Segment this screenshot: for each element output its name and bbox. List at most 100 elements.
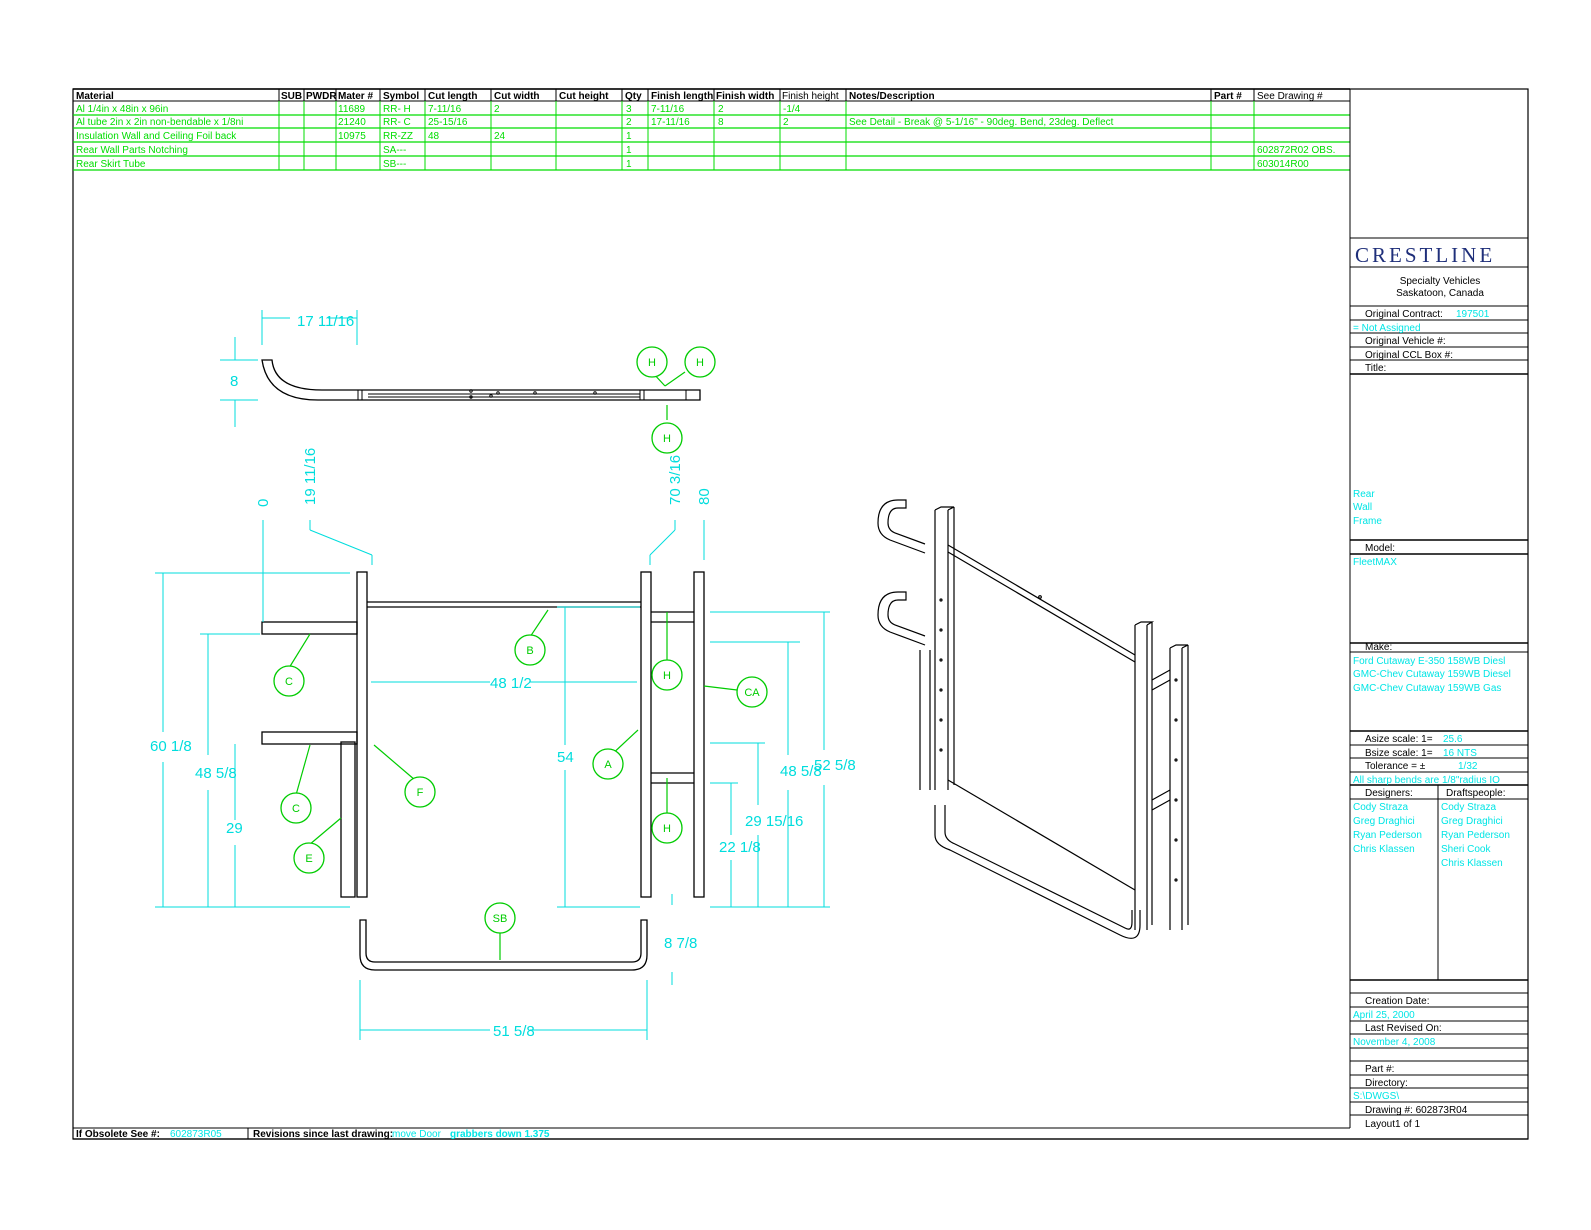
- table-cell: 10975: [338, 131, 366, 142]
- svg-text:CRESTLINE: CRESTLINE: [1355, 243, 1495, 267]
- header-qty: Qty: [625, 91, 642, 102]
- table-cell: Insulation Wall and Ceiling Foil back: [76, 131, 237, 142]
- callout-circle: [651, 812, 683, 844]
- header-finish-length: Finish length: [651, 91, 713, 102]
- table-cell: Rear Wall Parts Notching: [76, 145, 188, 156]
- table-cell: 2: [718, 104, 724, 115]
- header-pwdr: PWDR: [306, 91, 337, 102]
- table-cell: Rear Skirt Tube: [76, 159, 146, 170]
- callout-circle: [684, 346, 716, 378]
- revisions-value-2: grabbers down 1.375: [450, 1129, 550, 1140]
- table-cell: 11689: [338, 104, 366, 115]
- table-cell: -1/4: [783, 104, 801, 115]
- isometric-view: [877, 499, 1189, 939]
- draftsperson-1: Cody Straza: [1441, 802, 1496, 813]
- dim-h48-right: 48 5/8: [780, 763, 822, 780]
- callout-circle: [514, 634, 546, 666]
- callout-circle: [651, 422, 683, 454]
- make-line-2: GMC-Chev Cutaway 159WB Diesel: [1353, 669, 1511, 680]
- asize-label: Asize scale: 1=: [1365, 734, 1433, 745]
- table-cell: 2: [494, 104, 500, 115]
- header-cut-length: Cut length: [428, 91, 477, 102]
- table-cell: RR- C: [383, 117, 411, 128]
- callout-label: F: [417, 787, 424, 799]
- table-cell: 1: [626, 145, 632, 156]
- draftsperson-3: Ryan Pederson: [1441, 830, 1510, 841]
- callout-label: B: [526, 645, 533, 657]
- original-vehicle-label: Original Vehicle #:: [1365, 336, 1446, 347]
- table-cell: RR- H: [383, 104, 411, 115]
- dim-h29-right: 29 15/16: [745, 813, 803, 830]
- header-notes: Notes/Description: [849, 91, 935, 102]
- table-cell: 8: [718, 117, 724, 128]
- tolerance-value: 1/32: [1458, 761, 1478, 772]
- callout-circle: [280, 792, 312, 824]
- layout-label: Layout1 of 1: [1365, 1119, 1420, 1130]
- dim-x80: 80: [696, 488, 713, 505]
- original-ccl-label: Original CCL Box #:: [1365, 350, 1453, 361]
- table-cell: 3: [626, 104, 632, 115]
- materials-table: Material SUB PWDR Mater # Symbol Cut len…: [73, 88, 1351, 1128]
- callout-circle: [484, 902, 516, 934]
- drawing-number: Drawing #: 602873R04: [1365, 1105, 1468, 1116]
- dim-x70: 70 3/16: [667, 455, 684, 505]
- designer-1: Cody Straza: [1353, 802, 1408, 813]
- title-block: CRESTLINE Specialty Vehicles Saskatoon, …: [1350, 237, 1528, 1130]
- table-cell: RR-ZZ: [383, 131, 413, 142]
- table-cell: 25-15/16: [428, 117, 468, 128]
- callout-circle: [651, 659, 683, 691]
- title-label: Title:: [1365, 363, 1386, 374]
- designer-4: Chris Klassen: [1353, 844, 1415, 855]
- revisions-label: Revisions since last drawing:: [253, 1129, 393, 1140]
- title-line-2: Wall: [1353, 502, 1372, 513]
- dim-h48: 48 5/8: [195, 765, 237, 782]
- table-cell: 7-11/16: [651, 104, 685, 115]
- table-cell: 21240: [338, 117, 366, 128]
- header-finish-width: Finish width: [716, 91, 774, 102]
- callout-label: H: [663, 433, 671, 445]
- designer-2: Greg Draghici: [1353, 816, 1415, 827]
- callout-label: H: [663, 823, 671, 835]
- table-cell: 2: [626, 117, 632, 128]
- callout-circle: [404, 776, 436, 808]
- bsize-label: Bsize scale: 1=: [1365, 748, 1433, 759]
- table-cell: Al tube 2in x 2in non-bendable x 1/8ni: [76, 117, 243, 128]
- front-view: 0 19 11/16 70 3/16 80 60 1/8 48 5/8 29 4…: [150, 371, 856, 1040]
- callout-label: H: [696, 357, 704, 369]
- not-assigned-note: = Not Assigned: [1353, 323, 1421, 334]
- title-line-3: Frame: [1353, 516, 1382, 527]
- dim-top-height: 8: [230, 373, 238, 390]
- top-view: 17 11/16 8: [220, 310, 701, 427]
- make-line-3: GMC-Chev Cutaway 159WB Gas: [1353, 683, 1501, 694]
- table-cell: 17-11/16: [651, 117, 690, 128]
- table-cell: SB---: [383, 159, 406, 170]
- dim-top-width: 17 11/16: [297, 313, 354, 330]
- draftsperson-2: Greg Draghici: [1441, 816, 1503, 827]
- dim-x0: 0: [255, 499, 272, 507]
- dim-h52: 52 5/8: [814, 757, 856, 774]
- asize-value: 25.6: [1443, 734, 1463, 745]
- model-label: Model:: [1365, 543, 1395, 554]
- dim-h29: 29: [226, 820, 243, 837]
- model-value: FleetMAX: [1353, 557, 1397, 568]
- callout-label: C: [292, 803, 300, 815]
- original-contract-label: Original Contract:: [1365, 309, 1443, 320]
- dim-w51: 51 5/8: [493, 1023, 535, 1040]
- header-see-drawing: See Drawing #: [1257, 91, 1323, 102]
- designers-label: Designers:: [1365, 788, 1413, 799]
- header-part: Part #: [1214, 91, 1242, 102]
- header-cut-height: Cut height: [559, 91, 609, 102]
- header-mater: Mater #: [338, 91, 373, 102]
- part-label: Part #:: [1365, 1064, 1394, 1075]
- designer-3: Ryan Pederson: [1353, 830, 1422, 841]
- directory-value: S:\DWGS\: [1353, 1091, 1399, 1102]
- callout-label: CA: [744, 687, 760, 699]
- callout-circle: [273, 665, 305, 697]
- company-line-1: Specialty Vehicles: [1400, 276, 1481, 287]
- header-sub: SUB: [281, 91, 302, 102]
- table-cell: Al 1/4in x 48in x 96in: [76, 104, 168, 115]
- footer-bar: If Obsolete See #: 602873R05 Revisions s…: [76, 1128, 550, 1140]
- callout-label: H: [663, 670, 671, 682]
